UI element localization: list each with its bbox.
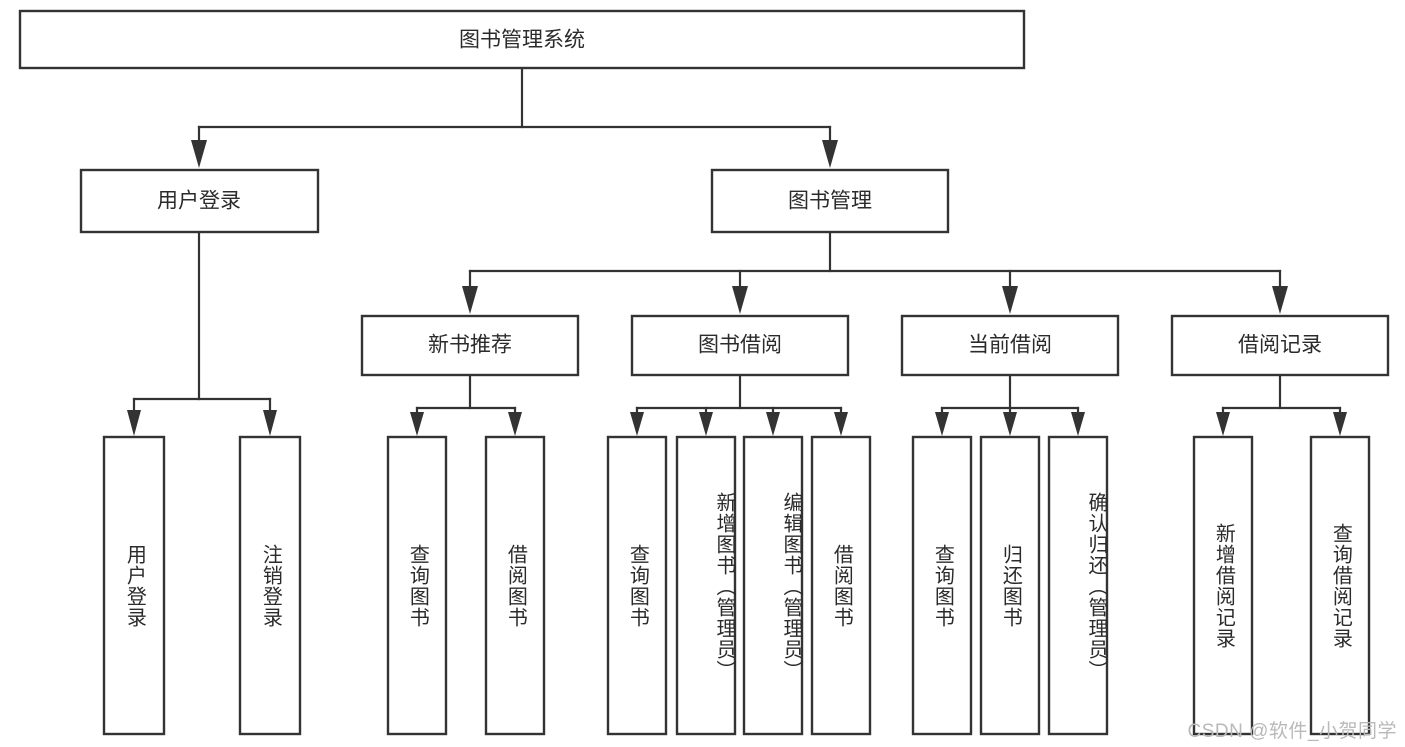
arrow-head-book-management xyxy=(822,140,838,168)
arrow-head-leaf-query-book-3 xyxy=(935,412,949,436)
arrow-head-leaf-borrow-book-1 xyxy=(508,412,522,436)
arrow-head-leaf-return-book xyxy=(1003,412,1017,436)
arrow-head-leaf-borrow-book-2 xyxy=(834,412,848,436)
node-box-leaf-borrow-book-1[interactable] xyxy=(484,435,546,736)
node-box-root[interactable] xyxy=(18,9,1026,70)
arrow-head-leaf-query-book-1 xyxy=(410,412,424,436)
arrow-head-leaf-user-login xyxy=(127,410,141,436)
arrow-head-leaf-add-book xyxy=(699,412,713,436)
node-label-book-borrow: 图书借阅 xyxy=(698,334,782,357)
node-box-leaf-query-record[interactable] xyxy=(1309,435,1371,736)
node-box-leaf-query-book-3[interactable] xyxy=(911,435,973,736)
node-box-new-book-recommend[interactable] xyxy=(360,314,580,377)
arrow-head-borrow-records xyxy=(1272,286,1288,314)
node-label-book-management: 图书管理 xyxy=(788,190,872,213)
arrow-head-leaf-logout-login xyxy=(263,410,277,436)
node-label-user-login: 用户登录 xyxy=(157,190,241,213)
connector-group-current-borrow xyxy=(935,373,1085,436)
node-box-user-login[interactable] xyxy=(79,168,320,234)
connector-group-root xyxy=(191,66,838,168)
arrow-head-leaf-confirm-return xyxy=(1071,412,1085,436)
node-box-leaf-edit-book[interactable] xyxy=(742,435,804,736)
node-box-borrow-records[interactable] xyxy=(1170,314,1390,377)
arrow-head-leaf-edit-book xyxy=(766,412,780,436)
arrow-head-current-borrow xyxy=(1002,286,1018,314)
node-box-leaf-query-book-1[interactable] xyxy=(386,435,448,736)
arrow-head-leaf-query-book-2 xyxy=(630,412,644,436)
connector-group-borrow-records xyxy=(1216,373,1347,436)
connector-group-book-borrow xyxy=(630,373,848,436)
node-box-current-borrow[interactable] xyxy=(900,314,1120,377)
node-box-leaf-borrow-book-2[interactable] xyxy=(810,435,872,736)
arrow-head-book-borrow xyxy=(732,286,748,314)
node-box-leaf-logout-login[interactable] xyxy=(238,435,302,736)
node-box-leaf-add-book[interactable] xyxy=(675,435,737,736)
arrow-head-leaf-add-record xyxy=(1216,412,1230,436)
arrow-head-user-login xyxy=(191,140,207,168)
connector-group-user-login xyxy=(127,230,277,436)
node-box-book-borrow[interactable] xyxy=(630,314,850,377)
node-box-book-management[interactable] xyxy=(710,168,950,234)
connector-group-book-management xyxy=(462,230,1288,314)
node-label-new-book-recommend: 新书推荐 xyxy=(428,334,512,357)
node-label-root: 图书管理系统 xyxy=(459,29,585,52)
node-label-current-borrow: 当前借阅 xyxy=(968,334,1052,357)
csdn-watermark: CSDN @软件_小贺同学 xyxy=(1187,721,1397,742)
node-box-leaf-return-book[interactable] xyxy=(979,435,1041,736)
connector-group-new-book-recommend xyxy=(410,373,522,436)
node-box-leaf-add-record[interactable] xyxy=(1192,435,1254,736)
arrow-head-new-book-recommend xyxy=(462,286,478,314)
node-label-borrow-records: 借阅记录 xyxy=(1238,334,1322,357)
node-box-leaf-confirm-return[interactable] xyxy=(1047,435,1109,736)
arrow-head-leaf-query-record xyxy=(1333,412,1347,436)
node-box-leaf-query-book-2[interactable] xyxy=(606,435,668,736)
node-box-leaf-user-login[interactable] xyxy=(102,435,166,736)
